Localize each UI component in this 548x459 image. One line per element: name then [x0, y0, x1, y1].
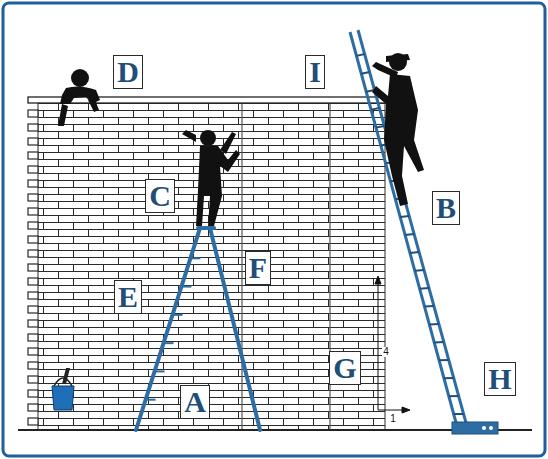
brick-stub	[28, 222, 38, 229]
brick-stub	[28, 334, 38, 341]
ladder-rung	[415, 269, 424, 272]
ratio-label: 1	[389, 414, 397, 424]
brick-stub	[28, 362, 38, 369]
ladder-rung	[449, 395, 459, 397]
ratio-arrows	[375, 276, 410, 413]
brick-stub	[28, 236, 38, 243]
callout-letter: H	[484, 362, 515, 396]
ladder-rung	[361, 72, 369, 74]
ladder-rung	[376, 126, 384, 128]
brick-stub	[28, 292, 38, 299]
callout-letter: C	[145, 179, 175, 213]
brick-wall	[38, 103, 385, 430]
ladder-rung	[181, 286, 191, 288]
callout-letter: D	[113, 55, 143, 89]
ladder-rung	[146, 399, 156, 401]
ladder-rung	[146, 258, 201, 399]
dimension-label: 1	[389, 414, 397, 424]
ladder-rung	[429, 323, 438, 326]
ladder-rung	[371, 108, 379, 110]
ladder-rung	[172, 314, 182, 316]
label-wrapper: D	[113, 55, 143, 89]
callout-letter: I	[305, 55, 325, 89]
label-wrapper: C	[145, 179, 175, 213]
ladder-rung	[405, 233, 414, 236]
label-wrapper: F	[245, 251, 271, 285]
wall-tie-line	[242, 103, 330, 430]
ladder-rung	[164, 342, 174, 344]
step-ladder	[136, 228, 260, 430]
label-wrapper: A	[180, 385, 210, 419]
worker-figure	[372, 53, 424, 206]
ladder-rung	[439, 359, 449, 361]
brick-stub	[28, 264, 38, 271]
ratio-label: 4	[382, 347, 390, 357]
brick-stub	[28, 404, 38, 411]
brick-stub	[28, 306, 38, 313]
extension-ladder	[350, 30, 468, 430]
brick-stub	[28, 418, 38, 425]
worker-figure	[182, 130, 240, 226]
ladder-rung	[356, 54, 364, 56]
brick-stub	[28, 208, 38, 215]
brick-stub	[28, 320, 38, 327]
ladder-rung	[190, 257, 200, 259]
brick-stub	[28, 278, 38, 285]
ladder-rung	[454, 413, 464, 415]
label-wrapper: E	[114, 280, 142, 314]
callout-letter: A	[180, 385, 210, 419]
ladder-rung	[420, 287, 429, 290]
ladder-rung	[425, 305, 434, 308]
label-wrapper: I	[305, 55, 325, 89]
ladder-base	[452, 422, 498, 434]
ladder-rung	[434, 341, 444, 343]
brick-stub	[28, 194, 38, 201]
callout-letter: F	[245, 251, 271, 285]
ladder-rung	[410, 251, 419, 254]
label-wrapper: G	[329, 351, 360, 385]
label-wrapper: B	[432, 191, 460, 225]
worker-figure	[58, 69, 100, 126]
frame	[3, 3, 545, 456]
paint-bucket	[52, 368, 74, 410]
ladder-rung	[155, 370, 165, 372]
brick-stub	[28, 250, 38, 257]
brick-stub	[28, 348, 38, 355]
brick-stub	[28, 166, 38, 173]
brick-stub	[28, 110, 38, 117]
ladder-rung	[444, 377, 454, 379]
ladder-rung	[400, 216, 409, 217]
callout-letter: G	[329, 351, 360, 385]
label-wrapper: H	[484, 362, 515, 396]
brick-stub	[28, 124, 38, 131]
callout-letter: E	[114, 280, 142, 314]
dimension-label: 4	[382, 347, 390, 357]
plank	[28, 97, 390, 103]
callout-letter: B	[432, 191, 460, 225]
brick-stub	[28, 180, 38, 187]
brick-stub	[28, 390, 38, 397]
ladder-rung	[356, 54, 463, 414]
brick-stub	[28, 376, 38, 383]
brick-stub	[28, 138, 38, 145]
brick-toothing	[28, 110, 38, 425]
brick-stub	[28, 152, 38, 159]
